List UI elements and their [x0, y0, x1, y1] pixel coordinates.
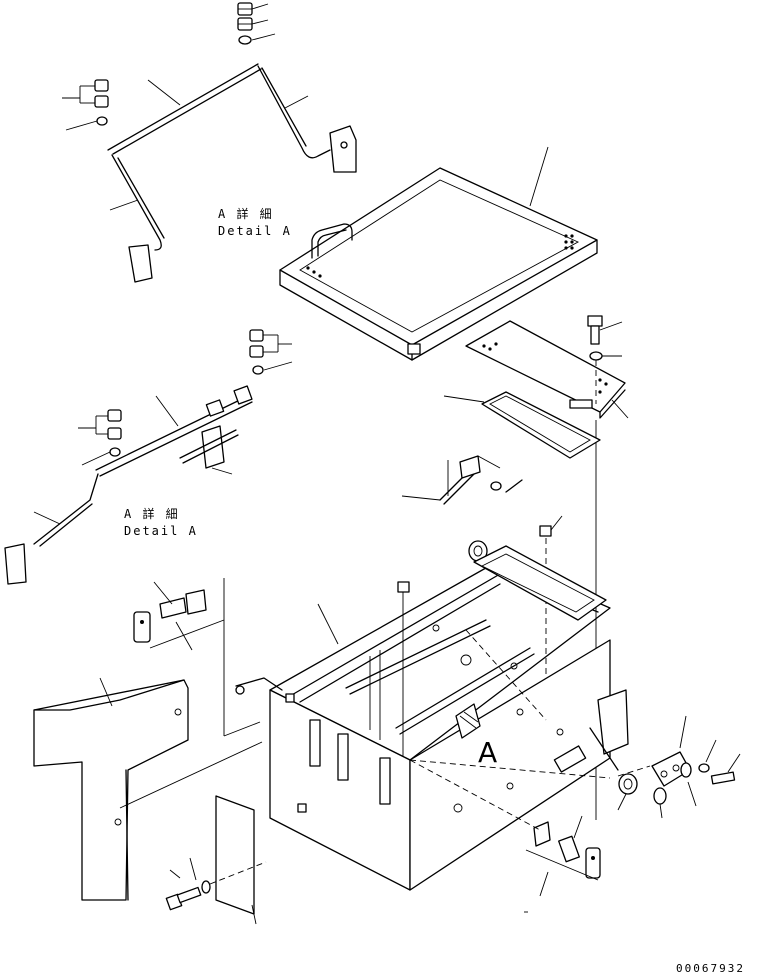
linkage-rod-main	[107, 63, 262, 155]
top-linkage-detail: A 詳 細 Detail A	[62, 2, 357, 283]
front-cover-plate	[215, 795, 257, 925]
nut-midleft-1	[107, 409, 122, 422]
detail-top-en: Detail A	[218, 224, 292, 238]
washer-left	[96, 116, 108, 126]
detail-top-jp: A 詳 細	[218, 206, 274, 221]
lid-latch	[407, 343, 421, 355]
rubber-mat-tray	[443, 391, 601, 459]
view-marker: A	[478, 736, 497, 769]
terminal-arrow	[455, 703, 481, 739]
hold-down-plate	[465, 320, 629, 419]
rod-end-bracket	[4, 543, 27, 585]
front-bolt	[165, 857, 267, 911]
side-cover-panel	[33, 677, 263, 901]
nut-left-2	[94, 95, 109, 108]
battery-box-frame	[235, 545, 629, 891]
latch-assembly-left	[133, 578, 261, 737]
lid-vent-holes	[306, 234, 574, 278]
washer-top	[238, 35, 252, 45]
nut-center	[397, 581, 410, 760]
middle-linkage-detail: A 詳 細 Detail A	[4, 329, 293, 585]
bracket-top-left	[128, 244, 153, 283]
nut-mid-2	[249, 345, 264, 358]
detail-mid-jp: A 詳 細	[124, 506, 180, 521]
nut-top-2	[237, 17, 253, 31]
nut-mid-1	[249, 329, 264, 342]
bracket-top-right	[329, 125, 357, 173]
nut-midleft-2	[107, 427, 122, 440]
washer-mid	[252, 365, 264, 375]
detail-mid-en: Detail A	[124, 524, 198, 538]
latch-assembly-right	[409, 759, 601, 913]
nut-top-1	[237, 2, 253, 16]
drawing-number: 00067932	[676, 962, 745, 975]
nut-left-1	[94, 79, 109, 92]
battery-cover-lid	[279, 146, 598, 361]
clamp-rod-assembly	[401, 455, 523, 505]
right-side-hardware	[617, 715, 741, 819]
